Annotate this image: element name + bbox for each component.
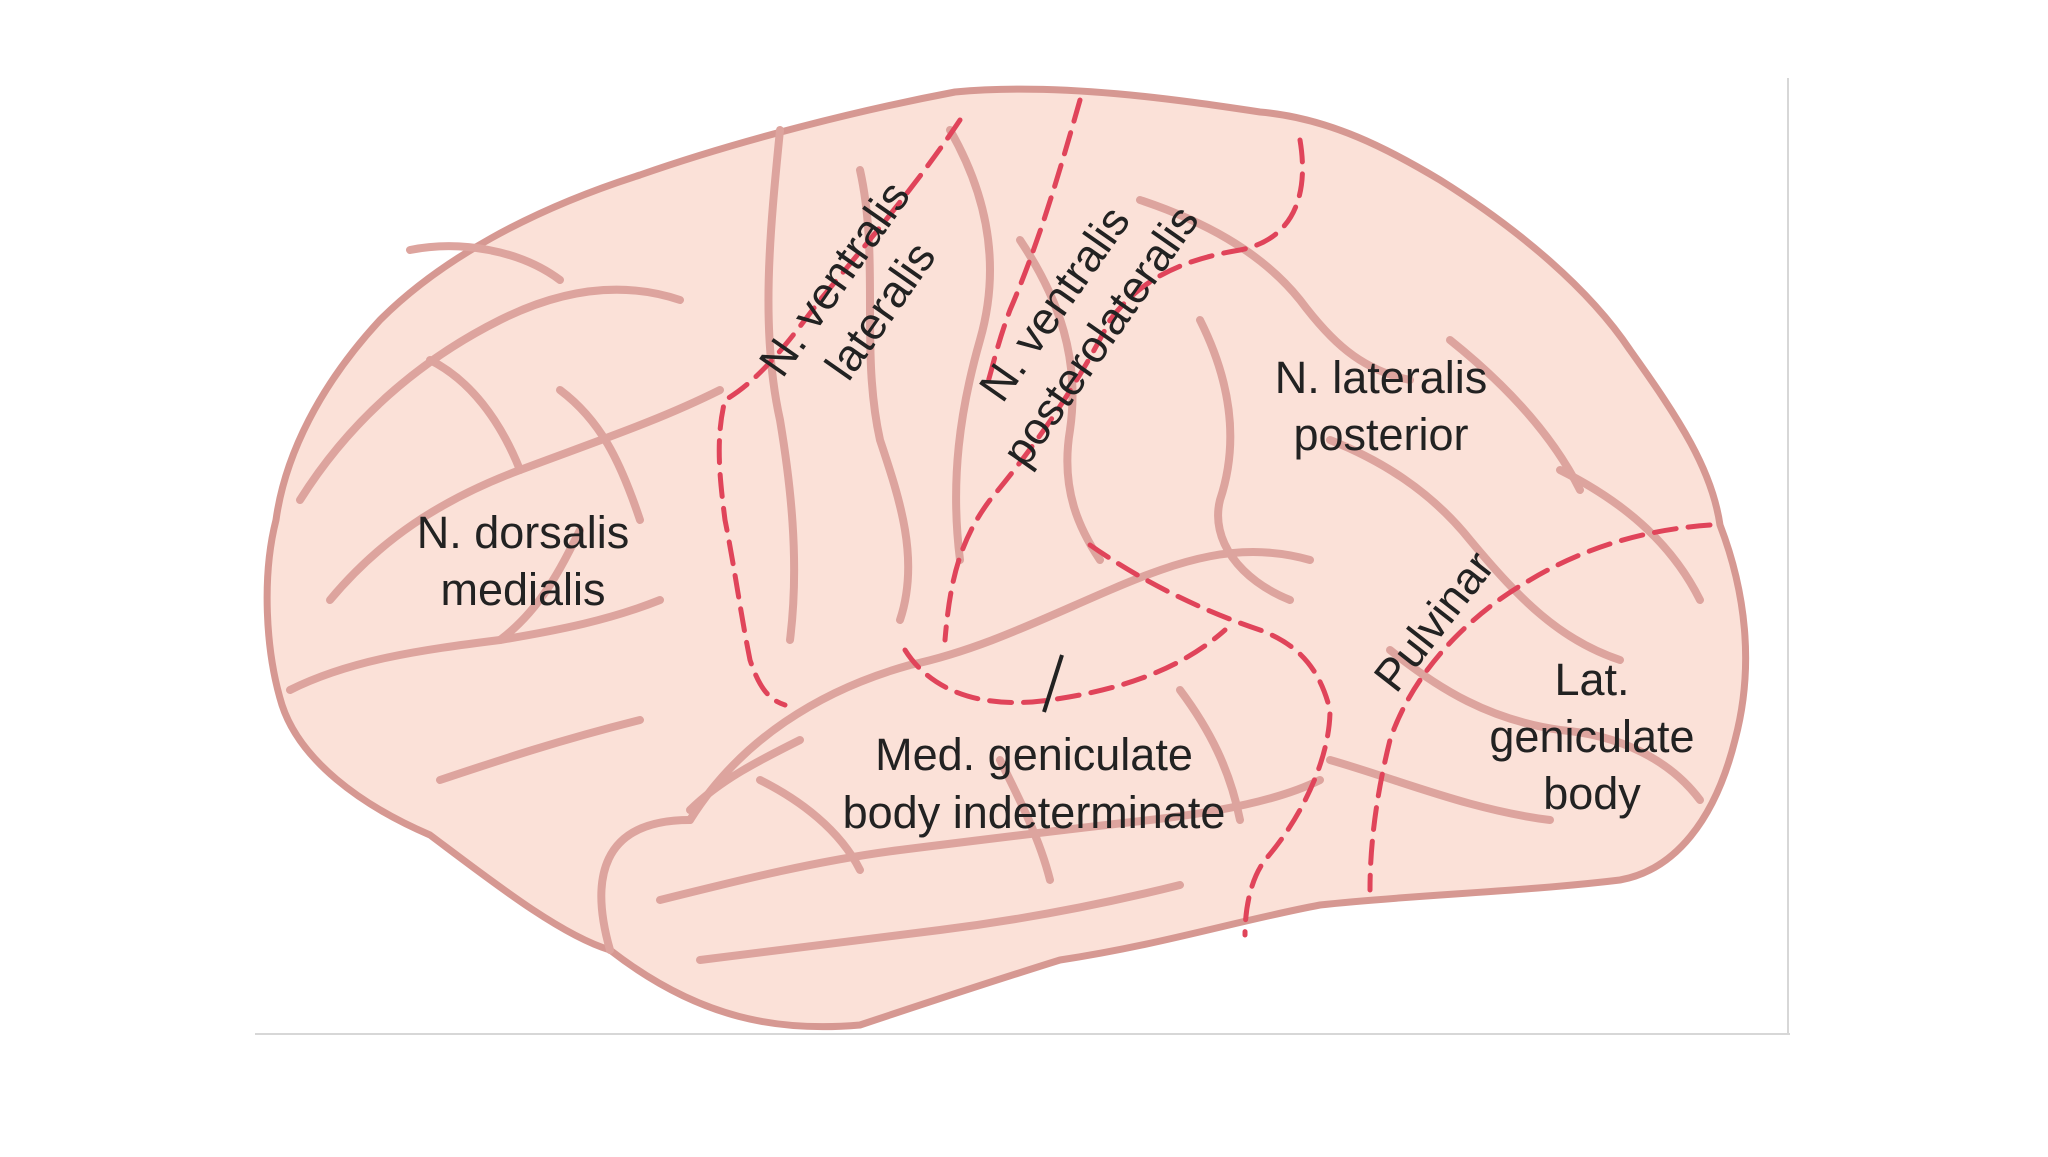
label-lateralis-posterior-line1: N. lateralis (1275, 352, 1488, 403)
label-dorsalis-medialis-line2: medialis (440, 564, 605, 615)
region-boundaries (716, 97, 1713, 938)
label-dorsalis-medialis: N. dorsalis medialis (417, 507, 630, 615)
boundary-vl-vpl (982, 97, 1083, 393)
label-lateralis-posterior-line2: posterior (1293, 409, 1468, 460)
label-lat-geniculate-line1: Lat. (1554, 654, 1629, 705)
label-lateralis-posterior: N. lateralis posterior (1275, 352, 1488, 460)
label-med-geniculate: Med. geniculate body indeterminate (843, 729, 1226, 838)
boundary-pulvinar-upper (1087, 542, 1333, 938)
boundary-lat-geniculate (1367, 522, 1713, 893)
gyrus-lines (286, 126, 1704, 964)
label-lat-geniculate-line3: body (1543, 768, 1641, 819)
boundary-md-vl (716, 117, 963, 708)
boundary-vpl-lp (942, 137, 1305, 643)
label-med-geniculate-line2: body indeterminate (843, 787, 1226, 838)
brain-outline (263, 85, 1750, 1031)
label-dorsalis-medialis-line1: N. dorsalis (417, 507, 630, 558)
label-lat-geniculate: Lat. geniculate body (1489, 654, 1694, 819)
boundary-med-geniculate (902, 627, 1228, 705)
pointer-line (1042, 654, 1064, 713)
label-lat-geniculate-line2: geniculate (1489, 711, 1694, 762)
label-med-geniculate-line1: Med. geniculate (875, 729, 1193, 780)
